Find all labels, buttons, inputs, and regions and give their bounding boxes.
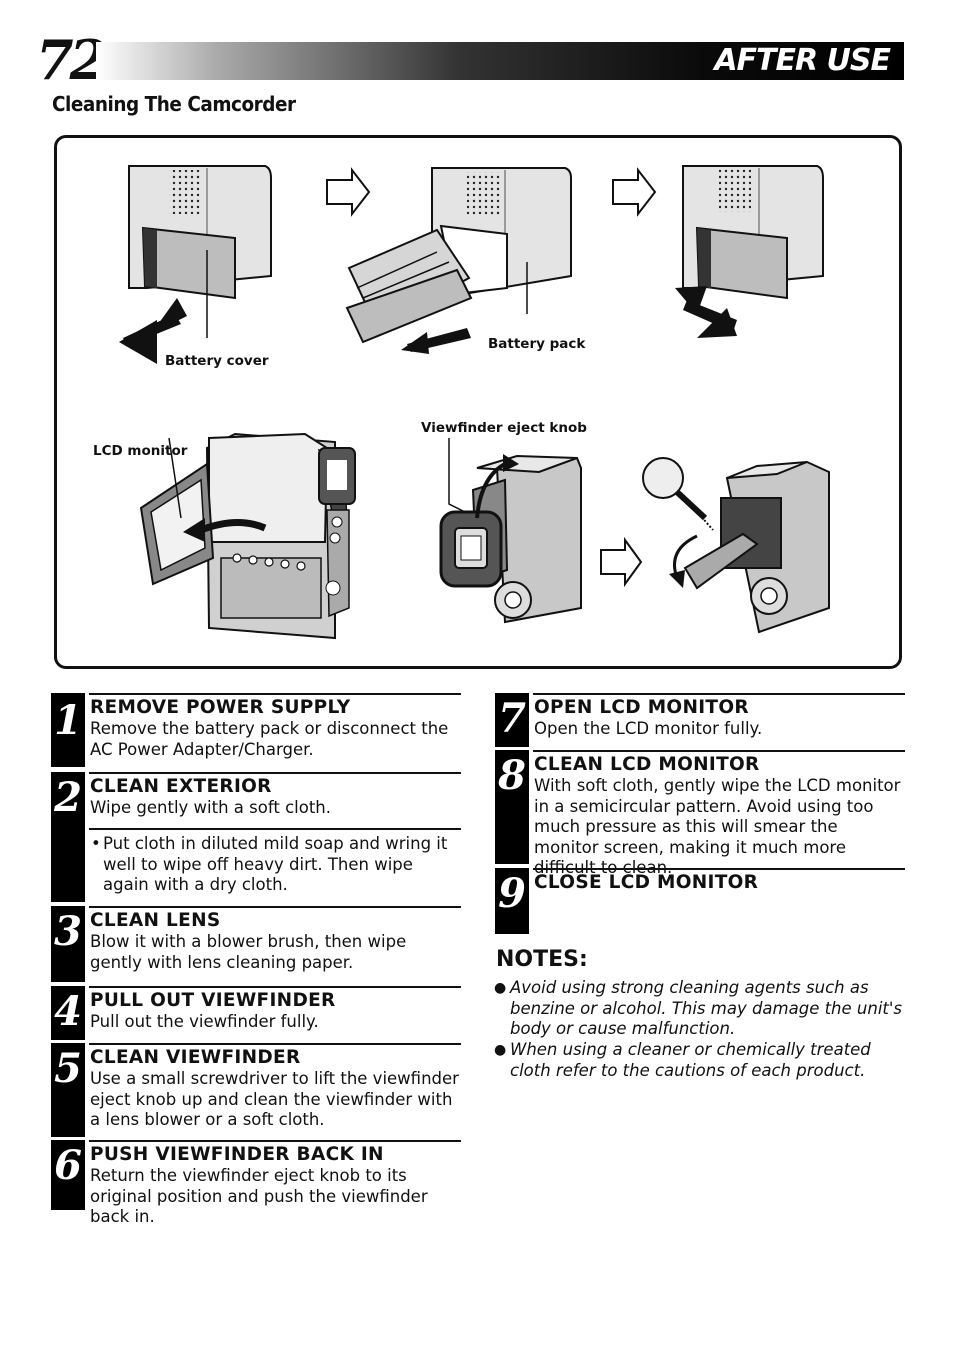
step-number-badge: 3 xyxy=(51,906,85,982)
note-item: ● Avoid using strong cleaning agents suc… xyxy=(494,978,904,1040)
step-2: 2 CLEAN EXTERIOR Wipe gently with a soft… xyxy=(51,772,461,902)
viewfinder-pullout-illustration xyxy=(439,438,582,624)
step-title: REMOVE POWER SUPPLY xyxy=(90,697,351,718)
step-body: Open the LCD monitor fully. xyxy=(534,719,763,738)
step-body: Remove the battery pack or disconnect th… xyxy=(90,719,449,759)
note-text: Avoid using strong cleaning agents such … xyxy=(510,978,903,1038)
step-number-badge: 7 xyxy=(495,693,529,747)
illustration-panel: Battery cover Battery pack LCD monitor V… xyxy=(54,135,902,669)
step-body: Wipe gently with a soft cloth. xyxy=(90,798,332,817)
bullet-dot: ● xyxy=(494,1042,507,1058)
step-body: Use a small screwdriver to lift the view… xyxy=(90,1069,459,1129)
step-1: 1 REMOVE POWER SUPPLY Remove the battery… xyxy=(51,693,461,767)
step-title: CLEAN LENS xyxy=(90,910,221,931)
section-title: Cleaning The Camcorder xyxy=(52,92,296,116)
step-title: CLEAN EXTERIOR xyxy=(90,776,272,797)
cleaning-illustration xyxy=(119,165,830,640)
step-number-badge: 5 xyxy=(51,1043,85,1137)
step-4: 4 PULL OUT VIEWFINDER Pull out the viewf… xyxy=(51,986,461,1040)
step-title: OPEN LCD MONITOR xyxy=(534,697,749,718)
bullet-dot: • xyxy=(91,834,101,853)
step-9: 9 CLOSE LCD MONITOR xyxy=(495,868,905,934)
step-title: PUSH VIEWFINDER BACK IN xyxy=(90,1144,384,1165)
lcd-monitor-label: LCD monitor xyxy=(93,443,188,459)
arrow-right-icon xyxy=(612,167,657,217)
battery-cover-camcorder-illustration xyxy=(119,165,272,364)
battery-pack-removal-illustration xyxy=(345,167,572,354)
step-number-badge: 2 xyxy=(51,772,85,902)
arrow-right-icon xyxy=(326,167,371,217)
step-body: Blow it with a blower brush, then wipe g… xyxy=(90,932,407,972)
arrow-right-icon xyxy=(600,536,643,588)
step-title: CLOSE LCD MONITOR xyxy=(534,872,759,893)
step-bullet-text: Put cloth in diluted mild soap and wring… xyxy=(103,834,448,894)
step-body: Return the viewfinder eject knob to its … xyxy=(90,1166,428,1226)
battery-cover-label: Battery cover xyxy=(165,353,269,369)
step-5: 5 CLEAN VIEWFINDER Use a small screwdriv… xyxy=(51,1043,461,1137)
step-body: Pull out the viewfinder fully. xyxy=(90,1012,319,1031)
chapter-title: AFTER USE xyxy=(714,43,891,78)
page-number: 72 xyxy=(36,28,107,92)
step-7: 7 OPEN LCD MONITOR Open the LCD monitor … xyxy=(495,693,905,747)
viewfinder-cleaning-illustration xyxy=(642,457,830,634)
step-body: With soft cloth, gently wipe the LCD mon… xyxy=(534,776,901,877)
step-number-badge: 1 xyxy=(51,693,85,767)
step-6: 6 PUSH VIEWFINDER BACK IN Return the vie… xyxy=(51,1140,461,1226)
note-item: ● When using a cleaner or chemically tre… xyxy=(494,1040,904,1082)
note-text: When using a cleaner or chemically treat… xyxy=(510,1040,871,1080)
battery-pack-label: Battery pack xyxy=(488,336,586,352)
step-number-badge: 6 xyxy=(51,1140,85,1210)
step-title: CLEAN LCD MONITOR xyxy=(534,754,760,775)
notes-heading: NOTES: xyxy=(496,947,588,972)
step-title: CLEAN VIEWFINDER xyxy=(90,1047,301,1068)
step-8: 8 CLEAN LCD MONITOR With soft cloth, gen… xyxy=(495,750,905,877)
step-number-badge: 4 xyxy=(51,986,85,1040)
chapter-header-bar: AFTER USE xyxy=(96,42,904,80)
bullet-dot: ● xyxy=(494,980,507,996)
step-3: 3 CLEAN LENS Blow it with a blower brush… xyxy=(51,906,461,982)
step-title: PULL OUT VIEWFINDER xyxy=(90,990,336,1011)
lcd-monitor-open-illustration xyxy=(139,432,356,640)
battery-cover-closed-illustration xyxy=(675,165,824,338)
step-number-badge: 8 xyxy=(495,750,529,864)
viewfinder-eject-knob-label: Viewfinder eject knob xyxy=(421,420,587,436)
step-number-badge: 9 xyxy=(495,868,529,934)
